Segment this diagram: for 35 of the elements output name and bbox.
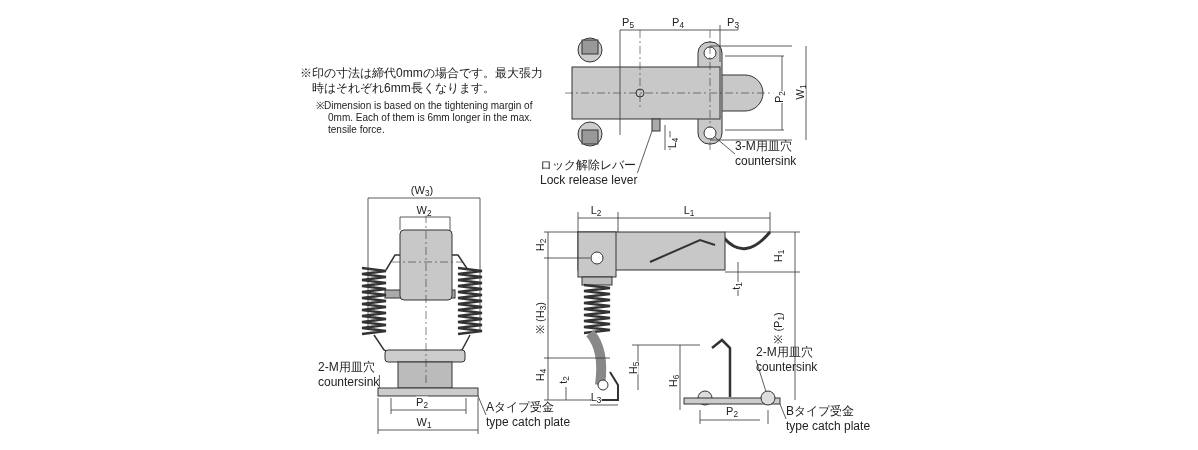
- note-text: ※印の寸法は締代0mmの場合です。最大張力時はそれぞれ6mm長くなります。: [300, 66, 544, 96]
- callout-label: 2-M用皿穴: [318, 360, 376, 375]
- dimension-label: L$_{3}$: [590, 391, 602, 403]
- callout-label: ロック解除レバー: [540, 158, 637, 173]
- dimension-label: P$_{4}$: [672, 16, 684, 28]
- callout-label: type catch plate: [786, 419, 871, 434]
- countersink-hole: [703, 126, 717, 140]
- release-lever: [651, 118, 661, 132]
- catch-plate: [683, 397, 781, 405]
- leader-line: [714, 136, 736, 155]
- leader-line: [379, 374, 380, 389]
- note-text: ※Dimension is based on the tightening margin of 0mm. Each of them is 6mm longer in the max. tensile force.: [316, 100, 534, 136]
- dimension-label: L$_{1}$: [683, 204, 695, 216]
- callout-label: 2-M用皿穴: [756, 345, 814, 360]
- leader-line: [779, 403, 787, 420]
- dimension-label: L$_{2}$: [590, 204, 602, 216]
- callout-label: Aタイプ受金: [486, 400, 555, 415]
- dimension-label: W$_{1}$: [416, 416, 432, 428]
- callout-label: Bタイプ受金: [786, 404, 855, 419]
- dimension-label: P$_{5}$: [622, 16, 634, 28]
- callout-label: type catch plate: [486, 415, 571, 430]
- countersink-hole: [760, 390, 776, 406]
- callout-label: countersink: [735, 154, 797, 169]
- callout-label: countersink: [756, 360, 818, 375]
- callout-label: Lock release lever: [540, 173, 638, 188]
- dimension-label: P$_{3}$: [727, 16, 739, 28]
- dimension-label: (W$_{3}$): [410, 184, 434, 196]
- dimension-label: P$_{2}$: [726, 405, 738, 417]
- catch-plate: [377, 387, 479, 397]
- leader-line: [755, 359, 767, 392]
- callout-label: countersink: [318, 375, 380, 390]
- leader-line: [637, 130, 653, 174]
- dimension-label: W$_{2}$: [416, 204, 432, 216]
- callout-label: 3-M用皿穴: [735, 139, 793, 154]
- leader-line: [477, 395, 487, 416]
